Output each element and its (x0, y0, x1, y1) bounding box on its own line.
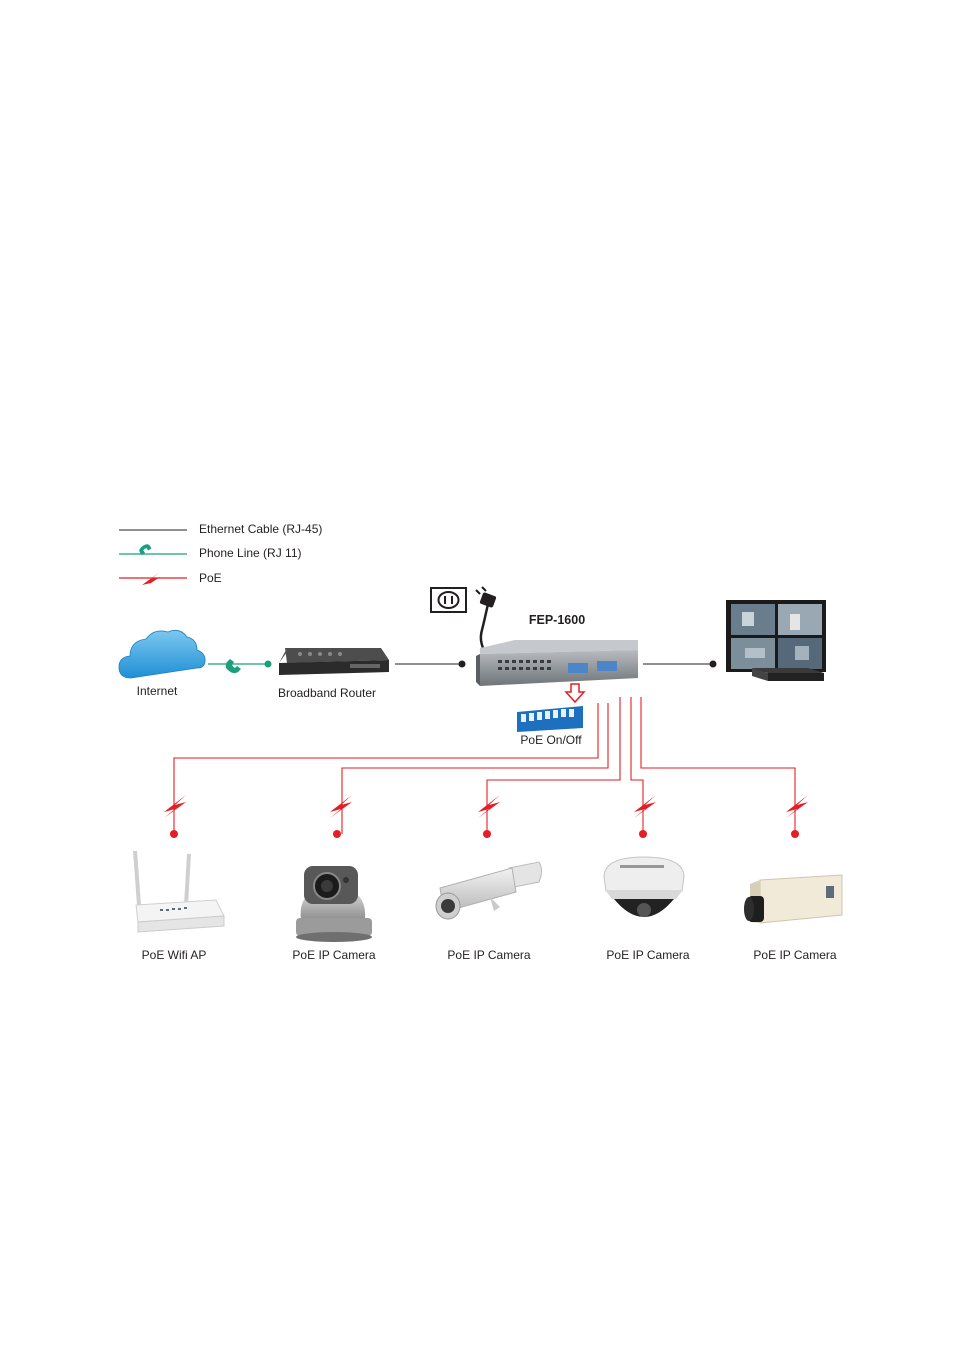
nvr-icon (752, 668, 824, 681)
router-icon (279, 648, 389, 675)
poe-onoff-label: PoE On/Off (520, 733, 582, 747)
monitor-icon (726, 600, 826, 672)
legend-poe-label: PoE (199, 571, 222, 585)
phone-icon (139, 544, 152, 556)
device-label-wifi-ap: PoE Wifi AP (141, 948, 207, 962)
switch-model-label: FEP-1600 (528, 613, 586, 627)
ptz-camera-icon (296, 866, 372, 942)
poe-links (173, 697, 796, 834)
cloud-icon (118, 629, 206, 679)
poe-switch-device (476, 640, 638, 686)
device-label-camera-2: PoE IP Camera (447, 948, 531, 962)
box-camera-icon (744, 874, 843, 924)
power-plug-icon (475, 586, 497, 651)
dip-switch-icon (517, 706, 583, 732)
wifi-ap-icon (133, 850, 225, 933)
poe-lightning-markers (164, 795, 808, 818)
legend (119, 529, 187, 589)
device-label-camera-4: PoE IP Camera (753, 948, 837, 962)
lightning-icon (164, 795, 186, 818)
lightning-icon (478, 795, 500, 818)
internet-label: Internet (136, 684, 178, 698)
arrow-down-icon (564, 683, 586, 704)
ethernet-endpoint (709, 660, 717, 668)
legend-ethernet-label: Ethernet Cable (RJ-45) (199, 522, 323, 536)
device-label-camera-3: PoE IP Camera (606, 948, 690, 962)
lightning-icon (330, 795, 352, 818)
ethernet-endpoint (458, 660, 466, 668)
legend-phone-label: Phone Line (RJ 11) (199, 546, 302, 560)
poe-endpoints (170, 830, 799, 838)
power-outlet-icon (430, 587, 467, 613)
lightning-icon (142, 572, 160, 589)
lightning-icon (634, 795, 656, 818)
device-label-camera-1: PoE IP Camera (292, 948, 376, 962)
router-label: Broadband Router (277, 686, 377, 700)
phone-endpoint (264, 660, 272, 668)
dome-camera-icon (603, 856, 685, 917)
phone-icon (225, 659, 241, 674)
bullet-camera-icon (435, 861, 542, 920)
lightning-icon (786, 795, 808, 818)
